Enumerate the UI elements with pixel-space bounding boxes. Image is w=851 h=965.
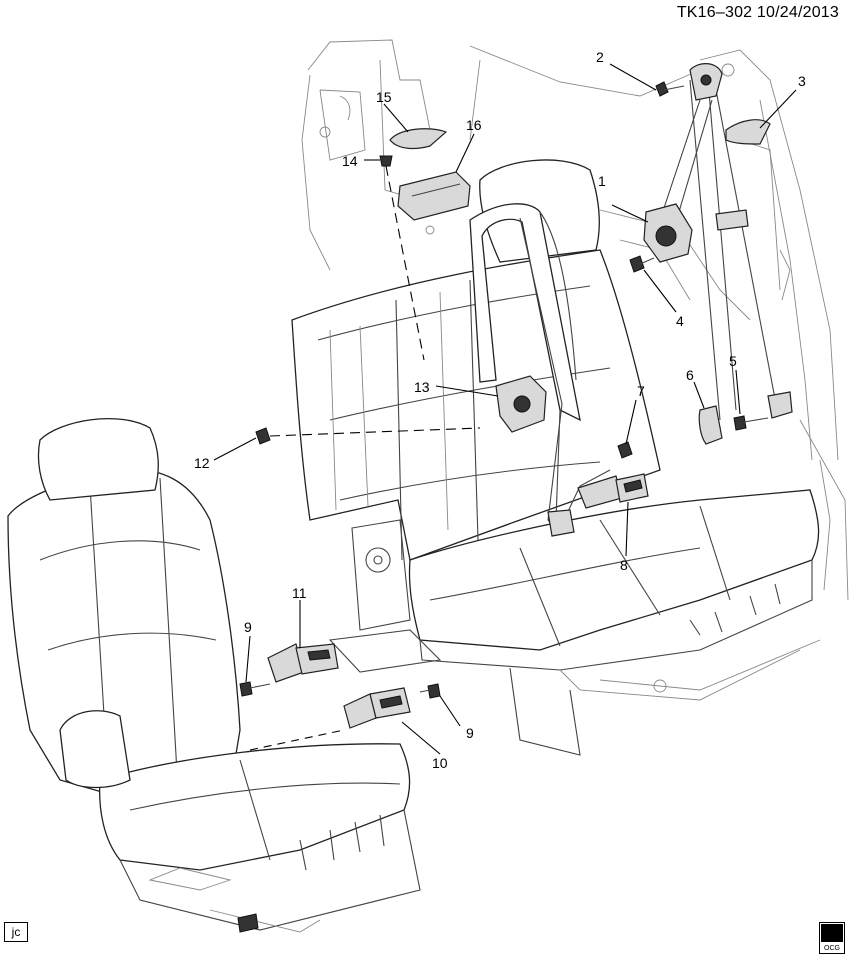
gm-logo-text: GM xyxy=(822,927,841,941)
part-14-pushpin xyxy=(379,155,393,167)
callout-16: 16 xyxy=(466,117,482,133)
callout-5: 5 xyxy=(729,353,737,369)
gm-logo-subtext: OCG xyxy=(824,945,840,952)
part-1-retractor xyxy=(643,203,693,263)
document-date: 10/24/2013 xyxy=(756,4,839,21)
callout-13: 13 xyxy=(414,379,430,395)
part-13-center-retractor xyxy=(495,375,547,433)
document-id: TK16–302 xyxy=(676,4,753,21)
alignment-line-12 xyxy=(269,427,481,437)
callout-4: 4 xyxy=(676,313,684,329)
part-2-bolt xyxy=(655,81,685,97)
rear-bench-seat xyxy=(291,159,821,756)
artist-initials-box: jc xyxy=(4,922,28,942)
part-10-buckle xyxy=(343,687,411,729)
part-15-bezel xyxy=(389,128,448,150)
part-4-bolt xyxy=(629,255,655,273)
part-6-cap xyxy=(698,405,723,445)
part-7-bolt xyxy=(617,441,633,459)
callout-11: 11 xyxy=(292,585,307,601)
part-9-bolt-left xyxy=(239,681,271,697)
part-16-guide-housing xyxy=(397,171,471,221)
callout-9-right: 9 xyxy=(466,725,474,741)
callout-labels: 1 2 3 4 5 6 7 8 9 9 10 11 12 13 14 15 16 xyxy=(194,49,806,771)
part-9-bolt-right xyxy=(419,683,441,699)
document-header: TK16–302 10/24/2013 xyxy=(677,4,839,22)
part-3-cover xyxy=(725,119,771,145)
callout-3: 3 xyxy=(798,73,806,89)
callout-8: 8 xyxy=(620,557,628,573)
part-8-center-buckle xyxy=(577,473,649,509)
part-12-bolt xyxy=(255,427,271,445)
callout-6: 6 xyxy=(686,367,694,383)
alignment-line-14 xyxy=(385,165,425,361)
callout-12: 12 xyxy=(194,455,210,471)
callout-10: 10 xyxy=(432,755,448,771)
callout-7: 7 xyxy=(637,383,645,399)
center-seat-belt xyxy=(469,203,611,537)
callout-1: 1 xyxy=(598,173,606,189)
callout-9-left: 9 xyxy=(244,619,252,635)
part-5-bolt xyxy=(733,415,769,431)
right-shoulder-belt-assembly xyxy=(659,63,793,421)
part-11-buckle xyxy=(267,643,339,683)
gm-logo-icon: GM OCG xyxy=(819,922,845,954)
callout-leaders xyxy=(213,63,797,755)
callout-15: 15 xyxy=(376,89,392,105)
callout-14: 14 xyxy=(342,153,358,169)
callout-2: 2 xyxy=(596,49,604,65)
alignment-line-10 xyxy=(249,729,345,751)
left-captain-seat xyxy=(7,418,421,933)
